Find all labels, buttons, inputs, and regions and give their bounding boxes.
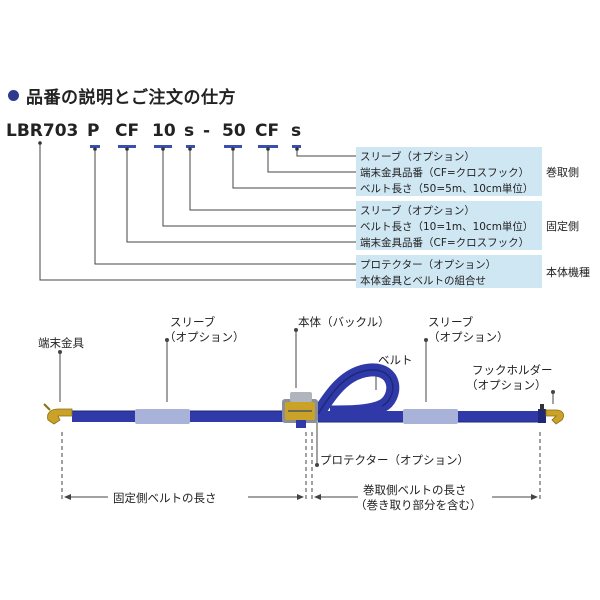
protector-text: プロテクター（オプション） <box>360 259 497 271</box>
label-sleeve-right-1: スリーブ <box>428 315 474 329</box>
page-title: 品番の説明とご注文の仕方 <box>26 88 236 108</box>
belt-loop <box>312 363 400 419</box>
label-hook-holder-2: （オプション） <box>466 378 547 392</box>
underline-fixed-length <box>154 145 172 148</box>
sleeve-right <box>403 409 458 424</box>
label-sleeve-right-2: （オプション） <box>428 330 509 344</box>
code-part-fixed-fitting: CF <box>115 121 140 141</box>
underline-wind-length <box>224 145 242 148</box>
label-fixed-length: 固定側ベルトの長さ <box>113 491 217 505</box>
underline-fixed-fitting <box>118 145 136 148</box>
code-part-model: LBR703 <box>6 121 79 141</box>
underline-wind-fitting <box>258 145 278 148</box>
code-part-protector: P <box>87 121 100 141</box>
label-protector: プロテクター（オプション） <box>320 453 470 467</box>
code-part-wind-length: 50 <box>222 121 246 141</box>
hook-left <box>43 403 73 425</box>
label-terminal-fitting: 端末金具 <box>38 336 84 350</box>
underline-protector <box>90 145 100 148</box>
leader-wind-fitting <box>267 149 356 173</box>
group-box-fixed: スリーブ（オプション） ベルト長さ（10=1m、10cm単位） 端末金具品番（C… <box>356 201 542 250</box>
underline-fixed-sleeve <box>186 145 195 148</box>
code-part-wind-fitting: CF <box>255 121 280 141</box>
leader-body-combo <box>39 143 356 281</box>
wind-fitting-text: 端末金具品番（CF=クロスフック） <box>360 167 530 179</box>
leader-wind-sleeve <box>296 149 356 157</box>
leader-wind-length <box>232 149 356 189</box>
label-wind-length-2: （巻き取り部分を含む） <box>355 498 482 512</box>
label-hook-holder-1: フックホルダー <box>472 363 553 377</box>
category-fixed: 固定側 <box>546 220 579 233</box>
leader-protector <box>94 149 356 265</box>
code-part-wind-sleeve: s <box>291 121 302 141</box>
code-part-fixed-length: 10 <box>152 121 176 141</box>
group-box-body: プロテクター（オプション） 本体金具とベルトの組合せ <box>356 255 542 288</box>
code-part-dash: - <box>203 121 211 141</box>
label-wind-length-1: 巻取側ベルトの長さ <box>363 483 467 497</box>
group-box-wind: スリーブ（オプション） 端末金具品番（CF=クロスフック） ベルト長さ（50=5… <box>356 147 542 196</box>
label-sleeve-left-1: スリーブ <box>170 315 216 329</box>
label-sleeve-left-2: （オプション） <box>164 330 245 344</box>
label-belt: ベルト <box>378 353 413 367</box>
code-part-fixed-sleeve: s <box>184 121 195 141</box>
fixed-length-text: ベルト長さ（10=1m、10cm単位） <box>360 221 534 233</box>
hook-right <box>538 404 564 425</box>
category-wind: 巻取側 <box>546 166 579 179</box>
category-body: 本体機種 <box>546 266 590 279</box>
title-bullet <box>8 90 19 101</box>
sleeve-left <box>135 409 190 424</box>
buckle-body <box>282 392 318 428</box>
leader-fixed-length <box>162 149 356 227</box>
underline-wind-sleeve <box>292 145 301 148</box>
label-body-buckle: 本体（バックル） <box>298 315 390 329</box>
wind-length-text: ベルト長さ（50=5m、10cm単位） <box>360 183 534 195</box>
fixed-fitting-text: 端末金具品番（CF=クロスフック） <box>360 237 530 249</box>
fixed-sleeve-text: スリーブ（オプション） <box>360 205 475 217</box>
leader-fixed-fitting <box>126 149 356 243</box>
body-combo-text: 本体金具とベルトの組合せ <box>360 275 486 287</box>
leader-fixed-sleeve <box>189 149 356 211</box>
wind-sleeve-text: スリーブ（オプション） <box>360 151 475 163</box>
